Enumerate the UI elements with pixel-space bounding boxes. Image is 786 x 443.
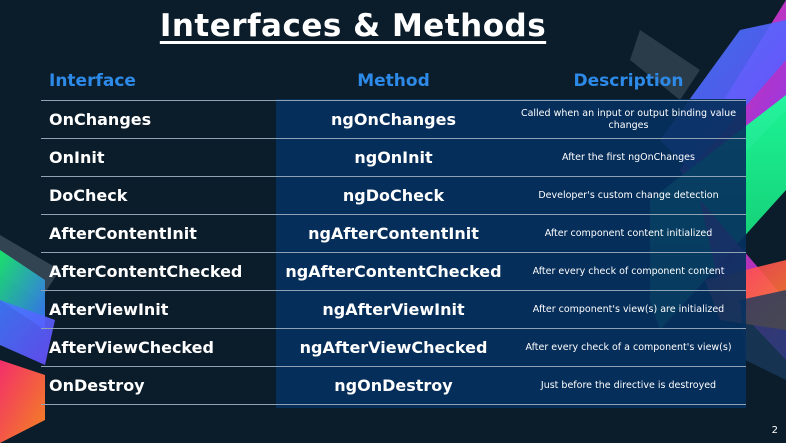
table-row: OnInit ngOnInit After the first ngOnChange… (41, 139, 746, 177)
page-number: 2 (771, 425, 778, 436)
right-ribbon-grey (630, 30, 700, 100)
table-row: OnChanges ngOnChanges Called when an input… (41, 101, 746, 139)
cell-description: Just before the directive is destroyed (540, 379, 717, 391)
table-header-row: Interface Method Description (41, 62, 746, 101)
cell-description: After every check of component content (532, 265, 725, 277)
cell-interface: OnInit (49, 148, 105, 167)
cell-interface: OnDestroy (49, 376, 145, 395)
cell-description: After the first ngOnChanges (562, 151, 695, 163)
table-row: DoCheck ngDoCheck Developer's custom chang… (41, 177, 746, 215)
cell-interface: DoCheck (49, 186, 128, 205)
methods-column-band (276, 99, 746, 408)
interfaces-table: Interface Method Description OnChanges ng… (41, 62, 746, 405)
cell-method: ngOnInit (354, 148, 433, 167)
cell-method: ngAfterViewChecked (299, 338, 488, 357)
left-ribbon-blue (0, 300, 55, 365)
cell-interface: OnChanges (49, 110, 152, 129)
left-ribbon-green (0, 250, 45, 330)
table-row: AfterViewChecked ngAfterViewChecked After … (41, 329, 746, 367)
table-row: AfterContentChecked ngAfterContentChecked… (41, 253, 746, 291)
cell-method: ngAfterContentChecked (285, 262, 502, 281)
table-row: OnDestroy ngOnDestroy Just before the dire… (41, 367, 746, 405)
cell-interface: AfterContentInit (49, 224, 197, 243)
header-description: Description (573, 71, 684, 91)
slide-title: Interfaces & Methods (159, 8, 547, 44)
cell-interface: AfterViewChecked (49, 338, 214, 357)
cell-description: After component content initialized (544, 227, 713, 239)
header-method: Method (357, 71, 430, 91)
cell-description: Called when an input or output binding v… (520, 107, 737, 131)
cell-description: Developer's custom change detection (538, 189, 719, 201)
header-interface: Interface (49, 71, 136, 91)
cell-description: After every check of a component's view(… (525, 341, 732, 353)
cell-method: ngDoCheck (342, 186, 445, 205)
table-row: AfterContentInit ngAfterContentInit After … (41, 215, 746, 253)
cell-method: ngAfterViewInit (322, 300, 465, 319)
cell-method: ngAfterContentInit (308, 224, 479, 243)
cell-method: ngOnDestroy (334, 376, 453, 395)
table-row: AfterViewInit ngAfterViewInit After compon… (41, 291, 746, 329)
cell-description: After component's view(s) are initialize… (532, 303, 725, 315)
left-ribbon-orange (0, 360, 45, 443)
cell-interface: AfterContentChecked (49, 262, 243, 281)
right-ribbon-dark (740, 290, 786, 380)
cell-interface: AfterViewInit (49, 300, 169, 319)
cell-method: ngOnChanges (331, 110, 456, 129)
